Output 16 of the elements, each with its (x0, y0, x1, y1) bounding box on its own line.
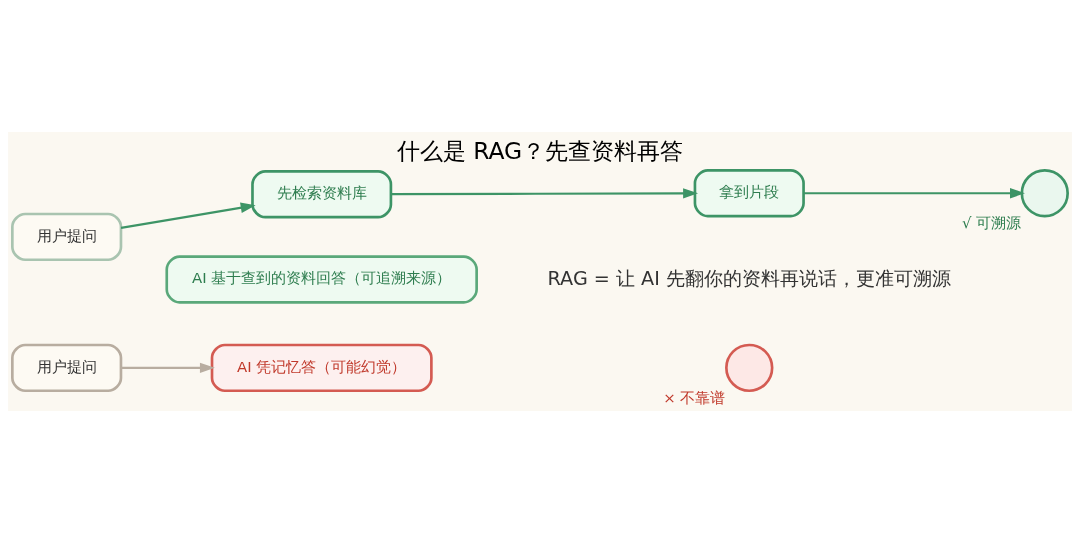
node-box: AI 基于查到的资料回答（可追溯来源） (165, 254, 478, 304)
node-box: 先检索资料库 (251, 169, 393, 218)
caption: RAG = 让 AI 先翻你的资料再说话，更准可溯源 (547, 266, 951, 290)
node-box: 用户提问 (11, 212, 123, 261)
diagram-title: 什么是 RAG？先查资料再答 (396, 136, 684, 165)
arrow (803, 187, 1025, 198)
arrow (121, 362, 215, 373)
node-box: 用户提问 (11, 343, 123, 392)
node-circle (1020, 168, 1069, 217)
node-label: √ 可溯源 (961, 213, 1022, 232)
arrow (391, 187, 699, 199)
node-box: AI 凭记忆答（可能幻觉） (210, 343, 433, 392)
node-box: 拿到片段 (693, 168, 805, 217)
arrow (120, 202, 256, 229)
node-circle (725, 343, 774, 392)
node-label: × 不靠谱 (663, 388, 726, 407)
